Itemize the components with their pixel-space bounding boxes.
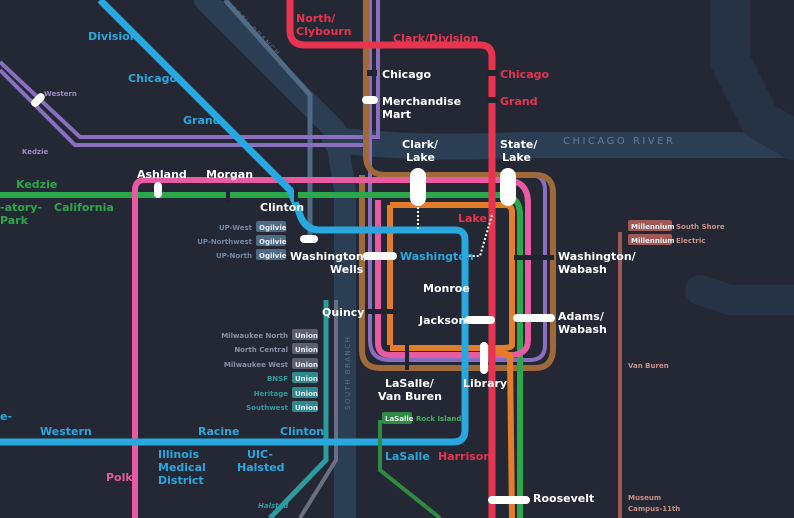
station-conservatory-1: -atory- [0, 201, 42, 214]
metra-museum-1: Museum [628, 494, 661, 502]
station-chicago-red: Chicago [500, 68, 549, 81]
station-harrison: Harrison [438, 450, 491, 463]
station-ticks [226, 70, 554, 370]
station-chicago-brown: Chicago [382, 68, 431, 81]
millennium-tag-0: Millennium [631, 223, 675, 231]
station-chicago-blue: Chicago [128, 72, 177, 85]
station-conservatory-2: Park [0, 214, 29, 227]
brown-line [359, 0, 556, 371]
union-tag-4: Union [295, 390, 318, 398]
station-imd-3: District [158, 474, 204, 487]
red-line [286, 0, 496, 518]
union-tag-3: Union [295, 375, 318, 383]
metra-halsted: Halsted [258, 502, 289, 510]
station-lasalle-vanburen-1: LaSalle/ [385, 377, 435, 390]
rock-island-line: Rock Island [416, 415, 461, 423]
ogilvie-line-2: UP-North [216, 252, 252, 260]
station-uic-halsted-2: Halsted [237, 461, 285, 474]
station-california: California [54, 201, 114, 214]
millennium-line-0: South Shore [676, 223, 725, 231]
station-grand-red: Grand [500, 95, 538, 108]
station-uic-halsted-1: UIC- [247, 448, 273, 461]
union-group: Milwaukee North North Central Milwaukee … [221, 329, 318, 412]
station-library: Library [463, 377, 507, 390]
station-north-clybourn-2: Clybourn [296, 25, 352, 38]
rock-island-tag: LaSalle [385, 415, 414, 423]
ogilvie-line-1: UP-Northwest [197, 238, 252, 246]
station-merchandise-mart-1: Merchandise [382, 95, 461, 108]
station-lasalle-blue: LaSalle [385, 450, 430, 463]
station-quincy: Quincy [322, 306, 364, 319]
station-merchandise-mart-2: Mart [382, 108, 411, 121]
station-edge-e: e- [0, 410, 12, 423]
station-washington-wells-2: Wells [330, 263, 364, 276]
ogilvie-tag-1: Ogilvie [259, 238, 287, 246]
station-jackson: Jackson [418, 314, 466, 327]
rock-island-group: LaSalle Rock Island [378, 412, 461, 518]
metra-ogilvie-line [223, 0, 313, 240]
union-line-1: North Central [234, 346, 288, 354]
station-kedzie-purple: Kedzie [22, 148, 49, 156]
station-clark-lake-2: Lake [406, 151, 435, 164]
union-tag-0: Union [295, 332, 318, 340]
station-western-blue: Western [40, 425, 92, 438]
station-racine: Racine [198, 425, 239, 438]
union-tag-5: Union [295, 404, 318, 412]
pink-line [132, 177, 531, 518]
millennium-tag-1: Millennium [631, 237, 675, 245]
station-washington-blue: Washington [400, 250, 474, 263]
ogilvie-line-0: UP-West [219, 224, 253, 232]
union-line-0: Milwaukee North [221, 332, 288, 340]
station-north-clybourn-1: North/ [296, 12, 336, 25]
station-ashland: Ashland [137, 168, 187, 181]
union-line-2: Milwaukee West [224, 361, 289, 369]
station-kedzie-green: Kedzie [16, 178, 57, 191]
south-branch-label: SOUTH BRANCH [344, 336, 352, 410]
ogilvie-group: UP-West UP-Northwest UP-North Ogilvie Og… [197, 221, 287, 260]
union-line-5: Southwest [246, 404, 289, 412]
station-washington-wells-1: Washington/ [290, 250, 369, 263]
station-markers [31, 93, 555, 504]
station-western-purple: Western [44, 90, 77, 98]
metra-union-line [298, 300, 338, 518]
station-monroe: Monroe [423, 282, 470, 295]
metra-museum-2: Campus-11th [628, 505, 680, 513]
station-clark-lake-1: Clark/ [402, 138, 439, 151]
union-line-3: BNSF [267, 375, 288, 383]
chicago-river [194, 0, 794, 518]
station-grand-blue: Grand [183, 114, 221, 127]
station-lasalle-vanburen-2: Van Buren [378, 390, 442, 403]
station-imd-2: Medical [158, 461, 206, 474]
station-imd-1: Illinois [158, 448, 200, 461]
union-tag-2: Union [295, 361, 318, 369]
union-tag-1: Union [295, 346, 318, 354]
station-polk: Polk [106, 471, 133, 484]
metra-bnsf-line [268, 300, 329, 518]
station-washington-wabash-2: Wabash [558, 263, 607, 276]
millennium-line-1: Electric [676, 237, 705, 245]
blue-line [0, 0, 469, 446]
metra-van-buren: Van Buren [628, 362, 669, 370]
station-clinton-green: Clinton [260, 201, 304, 214]
station-clark-division: Clark/Division [393, 32, 479, 45]
station-state-lake-2: Lake [502, 151, 531, 164]
ogilvie-tag-2: Ogilvie [259, 252, 287, 260]
station-state-lake-1: State/ [500, 138, 538, 151]
station-adams-wabash-2: Wabash [558, 323, 607, 336]
union-line-4: Heritage [254, 390, 289, 398]
station-morgan: Morgan [206, 168, 253, 181]
ogilvie-tag-0: Ogilvie [259, 224, 287, 232]
station-roosevelt: Roosevelt [533, 492, 594, 505]
chicago-river-label: CHICAGO RIVER [563, 136, 675, 147]
station-washington-wabash-1: Washington/ [558, 250, 637, 263]
station-clinton-blue: Clinton [280, 425, 324, 438]
station-lake-red: Lake [458, 212, 487, 225]
station-division: Division [88, 30, 138, 43]
millennium-group: Millennium Millennium South Shore Electr… [628, 220, 725, 245]
station-adams-wabash-1: Adams/ [558, 310, 605, 323]
